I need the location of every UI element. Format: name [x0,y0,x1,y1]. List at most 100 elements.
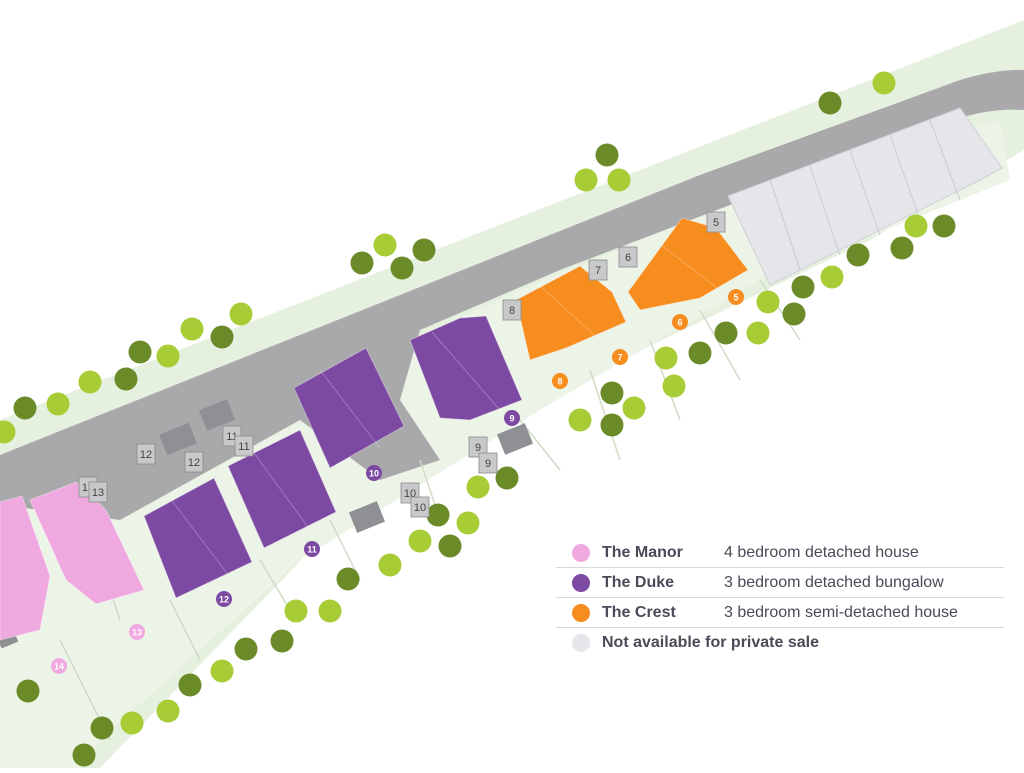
tree-icon [13,396,37,420]
plot-number: 11 [307,545,317,555]
plot-number: 10 [369,469,379,479]
roof-ridge [319,369,381,449]
parking-space [410,496,430,518]
plot-marker: 12 [216,591,232,607]
tree-icon [872,71,896,95]
tree-icon [932,214,956,238]
tree-icon [178,673,202,697]
legend-swatch-crest [572,603,590,622]
plot-boundary-line [759,279,801,341]
roof-ridge [169,497,233,581]
house-manor [29,481,145,605]
plot-number: 8 [557,377,562,387]
tree-icon [234,637,258,661]
tree-icon [890,236,914,260]
parking-number: 9 [485,458,491,470]
plot-number: 7 [617,353,622,363]
parking-number: 11 [226,431,237,443]
tree-icon [390,256,414,280]
plot-marker-dot [552,373,568,389]
plot-marker: 11 [304,541,320,557]
parking-space [184,451,204,473]
parking-space-label: 12 [136,443,156,465]
plot-marker-dot [51,658,67,674]
legend-name: The Crest [602,603,676,621]
legend-row-duke: The Duke 3 bedroom detached bungalow [556,568,1004,598]
roof-ridge [251,449,311,531]
legend-name: The Manor [602,543,683,561]
legend-row-crest: The Crest 3 bedroom semi-detached house [556,598,1004,628]
parking-space-label: 6 [618,246,638,268]
plot-marker-dot [129,624,145,640]
parking-space-label: 8 [502,299,522,321]
parking-space [618,246,638,268]
plot-marker: 9 [504,410,520,426]
parking-space [588,259,608,281]
roof-ridge [659,243,721,291]
parking-number: 12 [140,449,152,461]
legend-description: 4 bedroom detached house [724,543,919,561]
tree-icon [662,374,686,398]
tree-icon [72,743,96,767]
plot-number-markers: 5 6 7 8 9 10 11 12 13 14 [51,289,744,674]
tree-icon [120,711,144,735]
tree-icon [373,233,397,257]
plot-number: 14 [54,662,64,672]
tree-icon [378,553,402,577]
tree-icon [904,214,928,238]
house-duke [409,315,523,421]
tree-icon [622,396,646,420]
plot-marker-dot [672,314,688,330]
tree-icon [574,168,598,192]
tree-icon [16,679,40,703]
legend-description: 3 bedroom detached bungalow [724,573,944,591]
legend-row-unavailable: Not available for private sale [556,628,1004,657]
tree-icon [818,91,842,115]
garage [496,423,534,455]
tree-icon [229,302,253,326]
parking-space-label: 5 [706,211,726,233]
plot-marker-dot [504,410,520,426]
tree-icon [284,599,308,623]
tree-icon [820,265,844,289]
garage [159,422,197,456]
parking-number: 5 [713,217,719,229]
tree-icon [426,503,450,527]
plot-number: 5 [733,293,738,303]
plot-number: 13 [132,628,142,638]
tree-icon [456,511,480,535]
plot-marker: 10 [366,465,382,481]
plot-marker-dot [366,465,382,481]
parking-space [706,211,726,233]
house-crest [627,217,749,311]
tree-icon [495,466,519,490]
tree-icon [408,529,432,553]
tree-icon [600,381,624,405]
tree-icon [782,302,806,326]
plot-boundary-line [259,559,291,611]
tree-icon [128,340,152,364]
tree-icon [350,251,374,275]
legend-swatch-duke [572,573,590,592]
houses [0,217,749,641]
plot-number: 6 [677,318,682,328]
plot-marker-dot [216,591,232,607]
tree-icon [114,367,138,391]
house-crest [515,265,627,361]
unavailable-homes-outline [769,119,961,271]
tree-icon [791,275,815,299]
parking-number: 7 [595,265,601,277]
unavailable-homes [727,107,1003,286]
tree-icon [595,143,619,167]
unavailable-divider [769,179,801,271]
plot-boundary-line [589,369,621,461]
plot-marker: 7 [612,349,628,365]
tree-icon [0,420,16,444]
house-duke [143,477,253,599]
tree-icon [688,341,712,365]
legend-row-manor: The Manor 4 bedroom detached house [556,538,1004,568]
roof-ridge [539,285,601,341]
tree-icon [90,716,114,740]
